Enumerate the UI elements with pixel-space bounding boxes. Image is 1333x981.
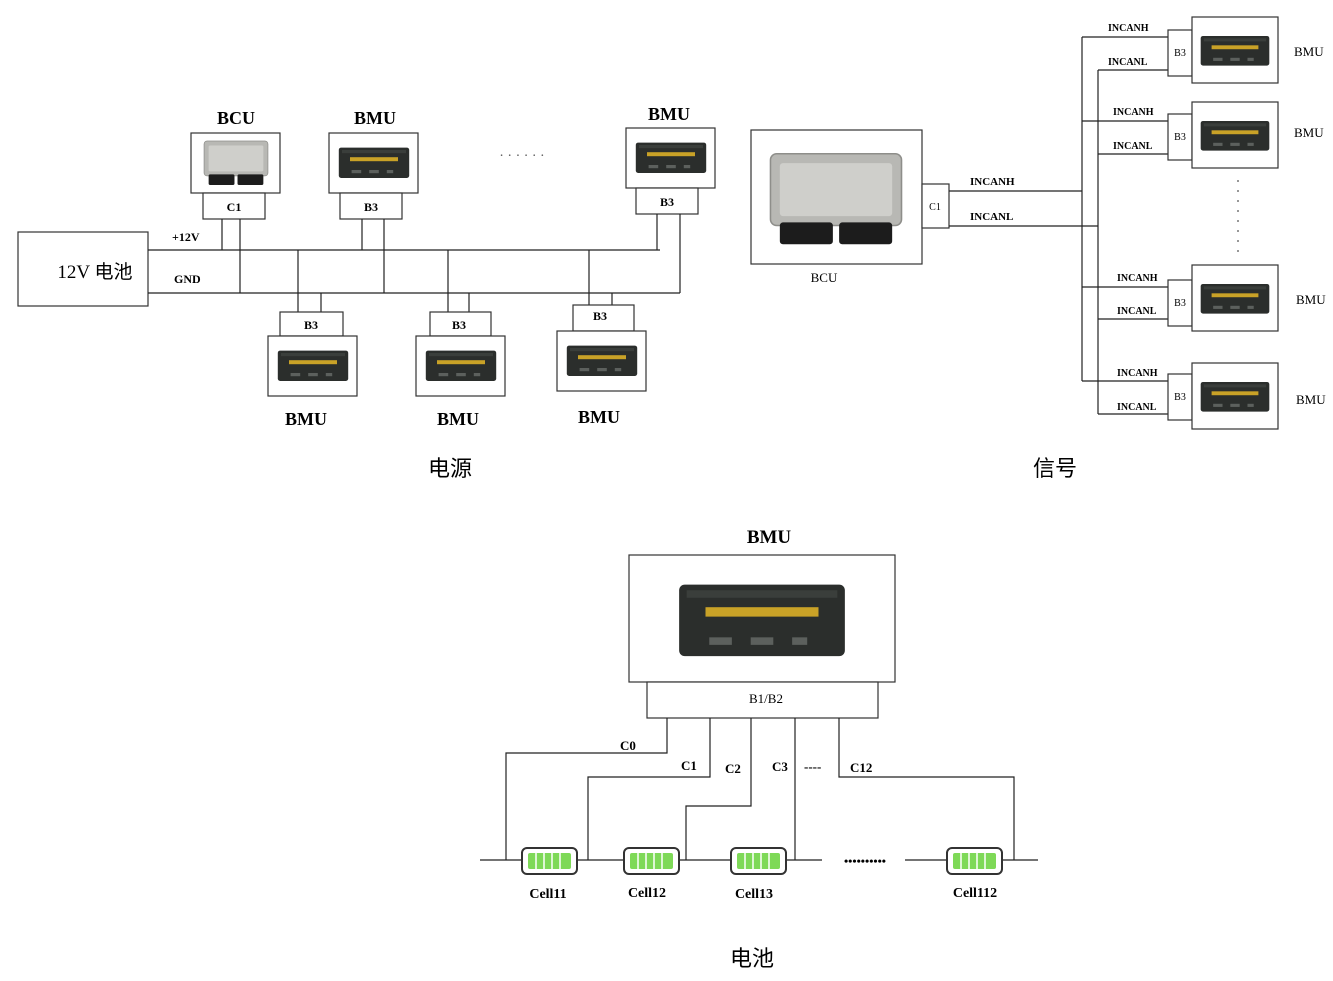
cell-4	[946, 847, 1003, 875]
tap-wire-c12	[838, 718, 1015, 860]
power-bmu-connector-label: B3	[660, 195, 674, 209]
battery-box	[17, 231, 149, 307]
bmu-module-icon	[338, 147, 410, 178]
row4-bmu-label: BMU	[1296, 392, 1326, 407]
battery-bmu-title: BMU	[747, 527, 792, 548]
cell-4-label: Cell112	[953, 886, 997, 901]
row3-connector	[1167, 279, 1193, 327]
row4-connector-label: B3	[1174, 392, 1186, 403]
signal-bcu-connector-label: C1	[929, 202, 941, 213]
tap-c12: C12	[850, 760, 872, 775]
plus-label: +12V	[172, 230, 200, 244]
signal-bcu-label: BCU	[811, 270, 838, 285]
power-bmu-connector-top1	[339, 192, 403, 220]
battery-caption: 电池	[730, 947, 774, 972]
power-bmu-title-bot1: BMU	[285, 409, 327, 429]
battery-connector	[646, 681, 879, 719]
power-bmu-connector-bot2	[429, 311, 492, 337]
row3-connector-label: B3	[1174, 298, 1186, 309]
bmu-module-icon	[1200, 283, 1270, 314]
tap-c2: C2	[725, 761, 741, 776]
cell-3	[730, 847, 787, 875]
tap-c1: C1	[681, 758, 697, 773]
tap-c3: C3	[772, 759, 788, 774]
power-bmu-connector-label: B3	[304, 318, 318, 332]
bmu-module-icon	[1200, 120, 1270, 151]
row1-canl: INCANL	[1108, 57, 1148, 68]
row2-connector-label: B3	[1174, 132, 1186, 143]
row2-canh: INCANH	[1113, 107, 1154, 118]
power-bmu-title-top2: BMU	[648, 104, 690, 124]
bmu-module-icon	[1200, 381, 1270, 412]
power-bcu-connector-label: C1	[227, 200, 242, 214]
power-bmu-title-bot2: BMU	[437, 409, 479, 429]
power-ellipsis: · · · · · ·	[499, 149, 544, 164]
bmu-module-icon	[566, 345, 638, 376]
power-bcu-connector	[202, 192, 266, 220]
cell-1	[521, 847, 578, 875]
row2-bmu-label: BMU	[1294, 125, 1324, 140]
cell-2	[623, 847, 680, 875]
cell-3-label: Cell13	[735, 887, 773, 902]
battery-label: 12V 电池	[57, 261, 132, 283]
tap-dashes: ----	[804, 759, 821, 774]
battery-connector-label: B1/B2	[749, 691, 783, 706]
power-bmu-title-bot3: BMU	[578, 407, 620, 427]
bmu-module-icon	[679, 584, 845, 657]
power-bmu-connector-bot3	[572, 304, 635, 332]
bmu-module-icon	[425, 350, 497, 381]
power-bmu-connector-top2	[635, 187, 699, 215]
row3-canl: INCANL	[1117, 306, 1157, 317]
signal-bcu-connector	[921, 183, 950, 229]
row3-bmu-label: BMU	[1296, 292, 1326, 307]
power-bcu-title: BCU	[217, 108, 255, 128]
signal-main-canl: INCANL	[970, 211, 1013, 223]
signal-caption: 信号	[1033, 457, 1077, 482]
tap-wire-c2	[685, 718, 752, 860]
gnd-label: GND	[174, 272, 201, 286]
tap-c0: C0	[620, 738, 636, 753]
row4-connector	[1167, 373, 1193, 421]
signal-panel: BCU C1 INCANH INCANL INCANH INCANL B3 BM…	[750, 16, 1326, 482]
power-panel: 12V 电池 +12V GND BCU C1 BMU B3 · · · · · …	[17, 104, 716, 482]
power-bmu-connector-label: B3	[364, 200, 378, 214]
row2-canl: INCANL	[1113, 141, 1153, 152]
bmu-module-icon	[277, 350, 349, 381]
row1-connector-label: B3	[1174, 48, 1186, 59]
power-caption: 电源	[428, 457, 472, 482]
cell-1-label: Cell11	[529, 887, 566, 902]
row1-bmu-label: BMU	[1294, 44, 1324, 59]
power-bmu-title-top1: BMU	[354, 108, 396, 128]
power-bmu-connector-label: B3	[593, 309, 607, 323]
row4-canh: INCANH	[1117, 368, 1158, 379]
row1-canh: INCANH	[1108, 23, 1149, 34]
signal-main-canh: INCANH	[970, 176, 1015, 188]
row4-canl: INCANL	[1117, 402, 1157, 413]
battery-panel: BMU B1/B2 C0 C1 C2 C3 ---- C12 •••••••••…	[480, 527, 1038, 972]
tap-wire-c1	[587, 718, 711, 860]
power-bmu-connector-label: B3	[452, 318, 466, 332]
bmu-module-icon	[1200, 35, 1270, 66]
cell-2-label: Cell12	[628, 886, 666, 901]
bmu-module-icon	[635, 142, 707, 173]
cell-ellipsis: ••••••••••	[844, 854, 886, 868]
tap-wire-c0	[505, 718, 668, 860]
row3-canh: INCANH	[1117, 273, 1158, 284]
row1-connector	[1167, 29, 1193, 77]
